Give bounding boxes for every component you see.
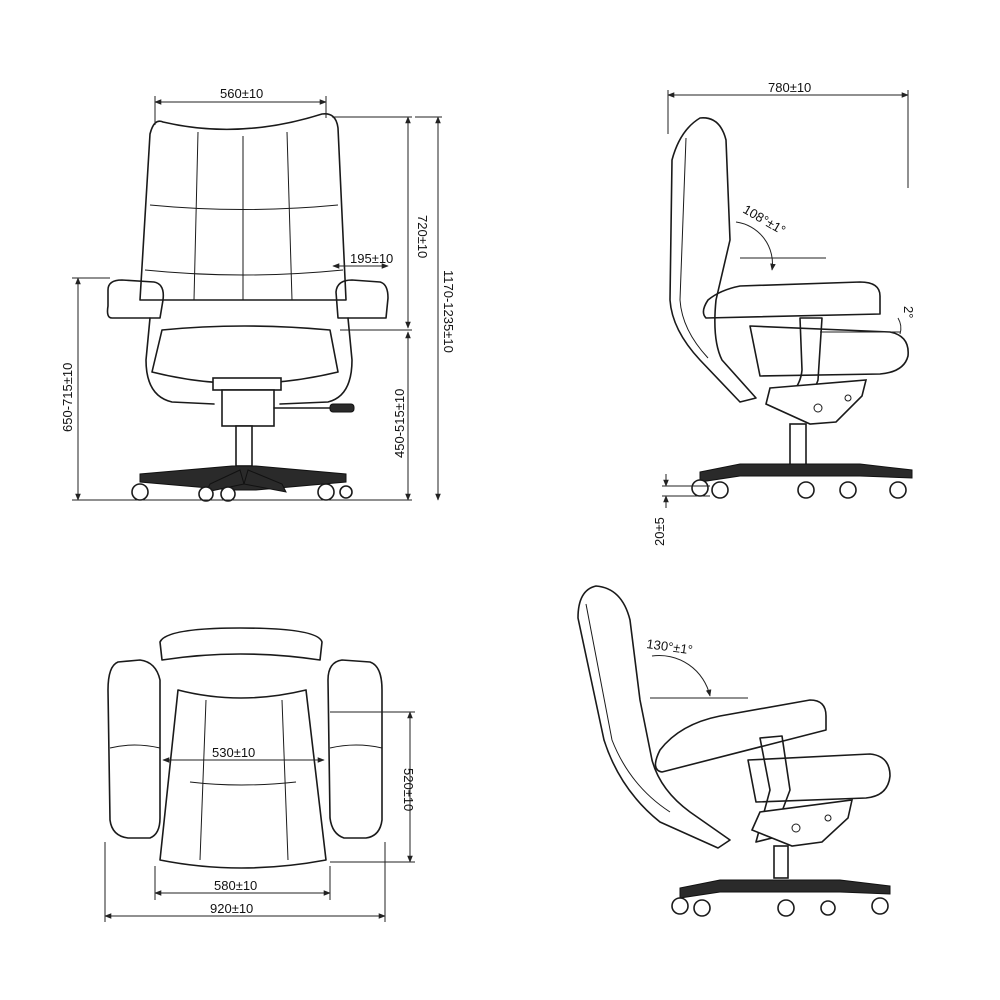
reclined-casters xyxy=(671,897,889,917)
top-seat-width-label: 530±10 xyxy=(212,745,255,760)
side-depth-label: 780±10 xyxy=(768,80,811,95)
front-mechanism xyxy=(221,389,275,427)
side-seat-tilt-label: 2° xyxy=(901,306,916,318)
front-armrest-width-label: 195±10 xyxy=(350,251,393,266)
reclined-seat xyxy=(654,699,827,773)
front-seat-cushion xyxy=(151,325,339,385)
side-view: 780±10 108°±1° 2° xyxy=(652,80,916,546)
reclined-angle-label: 130°±1° xyxy=(646,636,694,657)
top-left-arm xyxy=(107,659,161,839)
front-arm-height-label: 650-715±10 xyxy=(60,363,75,432)
top-overall-width-label: 920±10 xyxy=(210,901,253,916)
top-view: 530±10 520±10 580±10 920±10 xyxy=(104,627,416,922)
front-seat-height-label: 450-515±10 xyxy=(392,389,407,458)
front-view: 560±10 720±10 195±10 1170-1235±10 650-71… xyxy=(60,86,456,502)
top-seat-depth-label: 520±10 xyxy=(401,768,416,811)
side-mechanism xyxy=(765,379,868,425)
top-right-arm xyxy=(327,659,383,839)
front-right-armrest xyxy=(335,279,389,319)
side-casters xyxy=(691,479,907,499)
top-seat xyxy=(159,689,327,869)
front-overall-height-label: 1170-1235±10 xyxy=(441,270,456,353)
front-back-height-label: 720±10 xyxy=(415,215,430,258)
reclined-mechanism xyxy=(750,799,854,847)
front-lever xyxy=(329,403,355,413)
front-seat-width-label: 560±10 xyxy=(220,86,263,101)
side-gas-lift xyxy=(789,423,807,467)
side-star-base xyxy=(699,463,913,483)
reclined-gas-lift xyxy=(773,845,789,879)
reclined-view: 130°±1° xyxy=(577,585,891,917)
top-base-width-label: 580±10 xyxy=(214,878,257,893)
side-backrest xyxy=(669,117,757,403)
side-base-clearance-label: 20±5 xyxy=(652,517,667,546)
reclined-star-base xyxy=(679,879,891,899)
front-backrest xyxy=(139,112,347,301)
top-backrest xyxy=(159,627,323,661)
front-left-armrest xyxy=(106,279,165,319)
front-star-base xyxy=(139,465,347,491)
side-back-angle-label: 108°±1° xyxy=(741,202,789,238)
side-seat xyxy=(702,281,881,319)
front-gas-lift xyxy=(235,425,253,467)
reclined-backrest xyxy=(577,585,731,849)
